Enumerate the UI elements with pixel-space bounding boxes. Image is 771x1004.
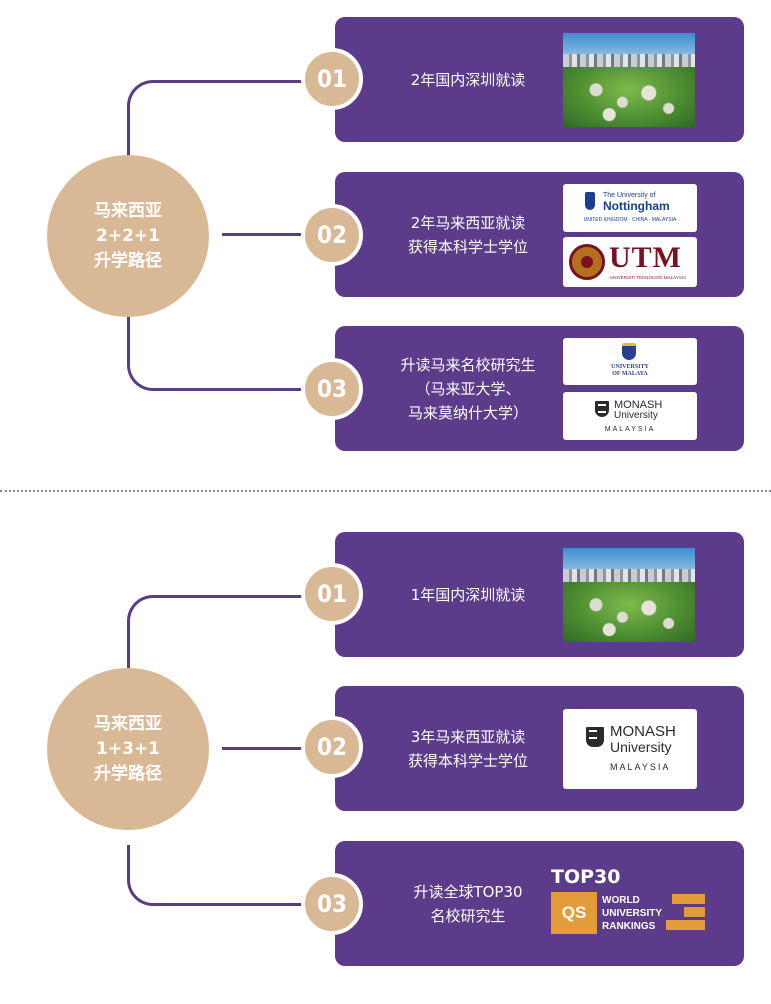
campus-photo	[563, 33, 695, 127]
logo-text: UNIVERSITI TEKNOLOGI MALAYSIA	[610, 275, 687, 280]
um-crest-icon	[622, 343, 636, 360]
logo-text-line: UNIVERSITY	[611, 364, 649, 370]
path-title-circle: 马来西亚 2+2+1 升学路径	[47, 155, 209, 317]
path-section-131: 马来西亚 1+3+1 升学路径 1年国内深圳就读 01 3年马来西亚就读 获得本…	[0, 515, 771, 1004]
qs-word: WORLD	[602, 895, 640, 906]
qs-stripe	[684, 907, 705, 917]
qs-top30-label: TOP30	[551, 866, 621, 888]
logo-text: UTM	[609, 241, 682, 274]
step-text-line: 升读马来名校研究生	[400, 355, 536, 374]
nottingham-logo: The University of Nottingham UNITED KING…	[563, 184, 697, 232]
step-text-line: 马来莫纳什大学）	[407, 403, 528, 422]
step-text-line: 获得本科学士学位	[407, 751, 528, 770]
logo-text: Nottingham	[603, 199, 670, 213]
step-text: 升读马来名校研究生 （马来亚大学、 马来莫纳什大学）	[373, 326, 563, 451]
utm-seal-icon	[569, 244, 605, 280]
path-title-line: 2+2+1	[96, 225, 160, 246]
step-text-line: （马来亚大学、	[415, 379, 521, 398]
path-title-line: 马来西亚	[94, 200, 162, 221]
step-text-line: 3年马来西亚就读	[410, 727, 526, 746]
logo-text: University	[614, 410, 658, 421]
step-text-line: 升读全球TOP30	[413, 882, 523, 901]
step-number-badge: 01	[301, 48, 363, 110]
step-number-badge: 02	[301, 204, 363, 266]
monash-crest-icon	[586, 727, 604, 747]
logo-text-line: OF MALAYA	[612, 371, 648, 377]
connector-top	[127, 80, 310, 168]
logo-text: MALAYSIA	[604, 426, 656, 433]
logo-text: The University of	[603, 192, 656, 199]
step-text-line: 1年国内深圳就读	[410, 585, 526, 604]
monash-crest-icon	[595, 401, 609, 417]
path-title-line: 升学路径	[94, 250, 162, 271]
connector-bottom	[127, 313, 310, 391]
step-text-line: 名校研究生	[430, 906, 506, 925]
logo-text: MALAYSIA	[610, 762, 671, 772]
campus-photo	[563, 548, 695, 642]
step-text: 3年马来西亚就读 获得本科学士学位	[373, 686, 563, 811]
logo-text: UNITED KINGDOM · CHINA · MALAYSIA	[583, 217, 677, 223]
connector-bottom	[127, 845, 310, 906]
step-text: 2年马来西亚就读 获得本科学士学位	[373, 172, 563, 297]
step-number-badge: 03	[301, 873, 363, 935]
step-text: 1年国内深圳就读	[373, 532, 563, 657]
logo-text: UNIVERSITY OF MALAYA	[563, 364, 697, 378]
step-text-line: 获得本科学士学位	[407, 237, 528, 256]
qs-word: RANKINGS	[602, 921, 656, 932]
utm-logo: UTM UNIVERSITI TEKNOLOGI MALAYSIA	[563, 237, 697, 287]
qs-stripe	[666, 920, 705, 930]
step-number-badge: 01	[301, 563, 363, 625]
logo-text: MONASH	[614, 399, 663, 411]
step-text: 升读全球TOP30 名校研究生	[373, 841, 563, 966]
section-divider	[0, 490, 771, 492]
qs-stripe	[672, 894, 705, 904]
monash-logo-small: MONASH University MALAYSIA	[563, 392, 697, 440]
connector-top	[127, 595, 310, 683]
logo-text: University	[610, 739, 672, 755]
path-title-circle: 马来西亚 1+3+1 升学路径	[47, 668, 209, 830]
qs-word: UNIVERSITY	[602, 908, 663, 919]
connector-middle	[222, 747, 307, 750]
monash-logo-large: MONASH University MALAYSIA	[563, 709, 697, 789]
qs-rankings-words: WORLD UNIVERSITY RANKINGS	[602, 894, 662, 933]
qs-logo-box: QS	[551, 892, 597, 934]
connector-middle	[222, 233, 307, 236]
step-text: 2年国内深圳就读	[373, 17, 563, 142]
path-title-line: 升学路径	[94, 763, 162, 784]
step-number-badge: 02	[301, 716, 363, 778]
logo-text: MONASH	[610, 723, 676, 740]
step-text-line: 2年国内深圳就读	[410, 70, 526, 89]
step-text-line: 2年马来西亚就读	[410, 213, 526, 232]
path-title-line: 1+3+1	[96, 738, 160, 759]
path-section-221: 马来西亚 2+2+1 升学路径 2年国内深圳就读 01 2年马来西亚就读 获得本…	[0, 0, 771, 470]
step-number-badge: 03	[301, 358, 363, 420]
path-title-line: 马来西亚	[94, 713, 162, 734]
university-of-malaya-logo: UNIVERSITY OF MALAYA	[563, 338, 697, 385]
